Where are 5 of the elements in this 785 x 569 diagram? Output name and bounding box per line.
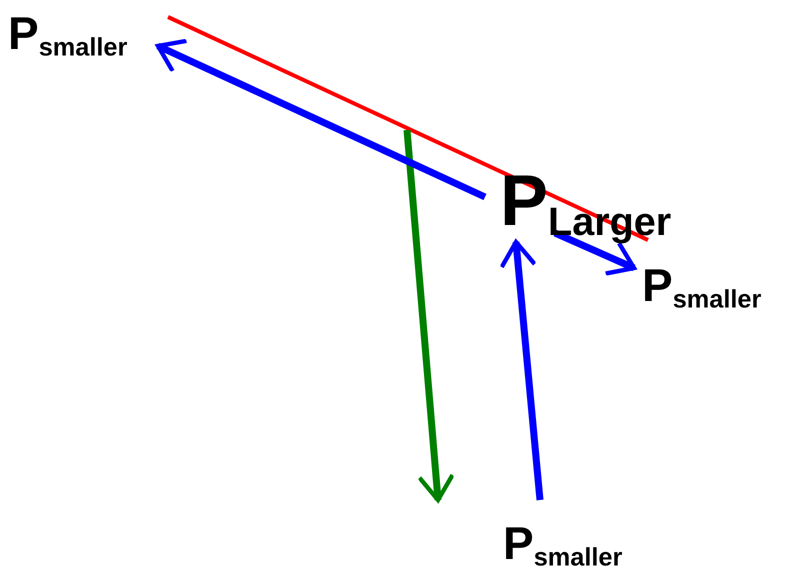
point-label: P$_{smaller}$ — [503, 520, 622, 569]
arrow — [500, 240, 544, 500]
arrow — [156, 39, 486, 200]
point-label: P$_{smaller}$ — [8, 10, 128, 61]
point-label: P$_{smaller}$ — [642, 262, 762, 313]
